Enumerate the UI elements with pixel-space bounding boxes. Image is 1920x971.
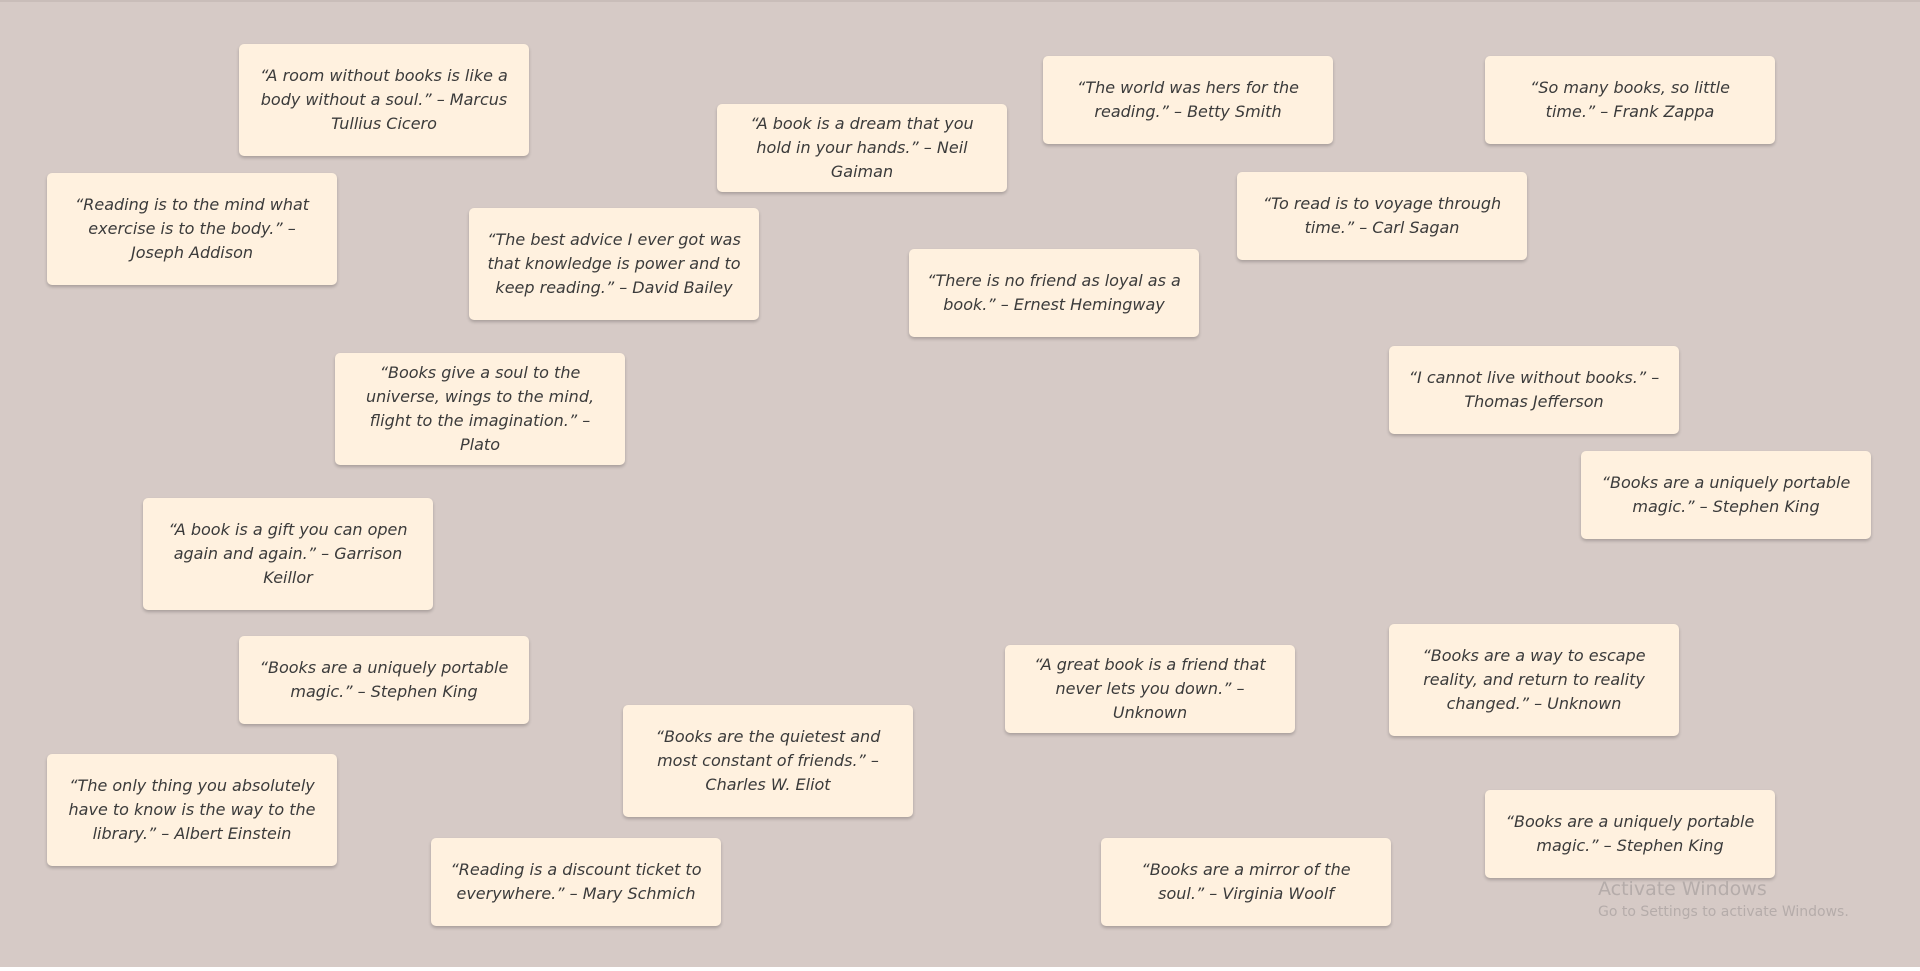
- quote-card[interactable]: “There is no friend as loyal as a book.”…: [909, 249, 1199, 337]
- quote-card[interactable]: “The only thing you absolutely have to k…: [47, 754, 337, 866]
- quote-card[interactable]: “The best advice I ever got was that kno…: [469, 208, 759, 320]
- quote-text: “Books are a uniquely portable magic.” –…: [259, 658, 509, 701]
- quote-card[interactable]: “A book is a dream that you hold in your…: [717, 104, 1007, 192]
- quote-text: “Books are a way to escape reality, and …: [1422, 646, 1646, 713]
- quote-card[interactable]: “Books are the quietest and most constan…: [623, 705, 913, 817]
- quote-text: “The best advice I ever got was that kno…: [487, 230, 741, 297]
- quote-text: “Books give a soul to the universe, wing…: [365, 363, 595, 454]
- quote-card[interactable]: “Books are a uniquely portable magic.” –…: [239, 636, 529, 724]
- quote-card[interactable]: “Books give a soul to the universe, wing…: [335, 353, 625, 465]
- quote-card[interactable]: “Books are a way to escape reality, and …: [1389, 624, 1679, 736]
- quote-card[interactable]: “Books are a uniquely portable magic.” –…: [1485, 790, 1775, 878]
- quote-card[interactable]: “Reading is a discount ticket to everywh…: [431, 838, 721, 926]
- quote-text: “I cannot live without books.” – Thomas …: [1408, 368, 1660, 411]
- quote-text: “A great book is a friend that never let…: [1034, 655, 1266, 722]
- quote-card[interactable]: “The world was hers for the reading.” – …: [1043, 56, 1333, 144]
- quote-card[interactable]: “Books are a uniquely portable magic.” –…: [1581, 451, 1871, 539]
- watermark-subtitle: Go to Settings to activate Windows.: [1598, 904, 1849, 920]
- quote-card[interactable]: “I cannot live without books.” – Thomas …: [1389, 346, 1679, 434]
- activate-windows-watermark: Activate Windows Go to Settings to activ…: [1598, 876, 1849, 922]
- quote-card[interactable]: “A room without books is like a body wit…: [239, 44, 529, 156]
- quote-card[interactable]: “A book is a gift you can open again and…: [143, 498, 433, 610]
- quote-card[interactable]: “Books are a mirror of the soul.” – Virg…: [1101, 838, 1391, 926]
- quote-text: “Books are a uniquely portable magic.” –…: [1505, 812, 1755, 855]
- quote-card[interactable]: “To read is to voyage through time.” – C…: [1237, 172, 1527, 260]
- quote-text: “Reading is a discount ticket to everywh…: [450, 860, 702, 903]
- watermark-title: Activate Windows: [1598, 878, 1767, 900]
- quote-text: “A room without books is like a body wit…: [260, 66, 508, 133]
- quote-text: “Books are a uniquely portable magic.” –…: [1601, 473, 1851, 516]
- quote-text: “The only thing you absolutely have to k…: [68, 776, 316, 843]
- quote-card[interactable]: “So many books, so little time.” – Frank…: [1485, 56, 1775, 144]
- quote-text: “Reading is to the mind what exercise is…: [74, 195, 310, 262]
- window-top-edge: [0, 0, 1920, 2]
- quote-text: “Books are the quietest and most constan…: [655, 727, 881, 794]
- quote-card[interactable]: “A great book is a friend that never let…: [1005, 645, 1295, 733]
- window-bottom-edge: [0, 967, 1920, 971]
- quote-text: “So many books, so little time.” – Frank…: [1530, 78, 1730, 121]
- quote-text: “Books are a mirror of the soul.” – Virg…: [1141, 860, 1351, 903]
- quote-text: “A book is a gift you can open again and…: [168, 520, 408, 587]
- quote-text: “A book is a dream that you hold in your…: [750, 114, 974, 181]
- quote-text: “The world was hers for the reading.” – …: [1077, 78, 1299, 121]
- quote-card[interactable]: “Reading is to the mind what exercise is…: [47, 173, 337, 285]
- quote-text: “To read is to voyage through time.” – C…: [1262, 194, 1502, 237]
- quote-text: “There is no friend as loyal as a book.”…: [927, 271, 1181, 314]
